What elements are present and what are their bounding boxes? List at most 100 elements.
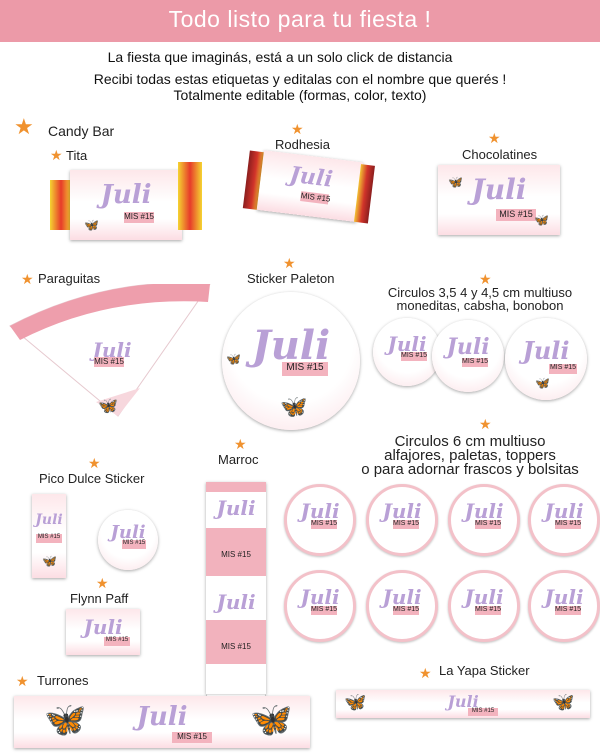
design-tag: MIS #15 [549,364,577,374]
design-tag: MIS #15 [555,520,582,529]
star-icon: ★ [479,416,492,432]
paraguitas-cone [9,284,211,417]
tita-right-end [178,162,202,230]
butterfly-icon: 🦋 [535,376,550,390]
marroc-band [206,620,266,664]
design-tag: MIS #15 [475,606,502,615]
design-tag: MIS #15 [36,534,62,543]
subtitle-line-1: La fiesta que imaginás, está a un solo c… [107,49,453,65]
label-circulos-big-line1: Circulos 6 cm multiuso [394,433,546,450]
label-chocolatines: Chocolatines [462,147,538,162]
design-name: Juli [447,692,479,711]
star-icon: ★ [234,436,247,452]
design-name: Juli [35,512,63,528]
label-turrones: Turrones [37,673,89,688]
butterfly-icon: 🦋 [448,175,463,189]
header-banner [0,0,600,42]
butterfly-icon: 🦋 [84,218,99,232]
design-name: Juli [382,585,422,609]
sticker-paleton: Juli MIS #15 🦋 🦋 [222,292,360,430]
design-tag: MIS #15 [124,212,154,223]
butterfly-icon: 🦋 [226,352,241,366]
design-name: Juli [216,496,256,520]
label-candy-bar: Candy Bar [48,123,115,139]
star-icon: ★ [16,673,29,689]
star-icon: ★ [88,455,101,471]
design-tag: MIS #15 [401,352,428,361]
design-tag: MIS #15 [94,357,124,367]
design-tag: MIS #15 [311,606,338,615]
design-tag: MIS #15 [555,606,582,615]
label-tita: Tita [66,148,88,163]
circle-6cm-1: Juli MIS #15 [284,484,356,556]
design-name: Juli [251,322,331,369]
star-icon: ★ [50,147,63,163]
design-name: Juli [464,585,504,609]
design-name: Juli [216,590,256,614]
circle-sticker-small: Juli MIS #15 [373,318,441,386]
chocolatines-label: Juli MIS #15 🦋 🦋 [438,165,560,235]
tita-label: Juli MIS #15 🦋 [70,170,182,240]
design-tag: MIS #15 [104,637,130,646]
label-rodhesia: Rodhesia [275,137,330,152]
label-circulos-big-line2: alfajores, paletas, toppers [384,447,556,464]
star-icon: ★ [291,121,304,137]
design-tag: MIS #15 [172,732,212,743]
marroc-strip: Juli MIS #15 Juli MIS #15 [206,482,266,694]
star-icon: ★ [96,575,109,591]
la-yapa-label: 🦋 🦋 Juli MIS #15 [336,690,590,718]
star-icon: ★ [488,130,501,146]
design-tag: MIS #15 [393,520,420,529]
star-icon: ★ [14,114,34,139]
label-flynn-paff: Flynn Paff [70,591,129,606]
design-name: Juli [300,499,340,523]
butterfly-icon: 🦋 [98,398,118,415]
design-name: Juli [136,702,188,732]
turrones-label: 🦋 🦋 Juli MIS #15 [14,696,310,748]
star-icon: ★ [479,271,492,287]
circle-6cm-4: Juli MIS #15 [528,484,600,556]
design-name: Juli [522,336,570,365]
label-circulos-small-line1: Circulos 3,5 4 y 4,5 cm multiuso [387,285,573,300]
tita-left-end [50,180,72,230]
rodhesia-wrapper: Juli MIS #15 [242,145,375,228]
label-marroc: Marroc [218,452,259,467]
star-icon: ★ [21,271,34,287]
tita-wrapper: Juli MIS #15 🦋 [50,162,202,240]
design-name: Juli [464,499,504,523]
circle-6cm-2: Juli MIS #15 [366,484,438,556]
design-tag: MIS #15 [496,209,536,221]
design-name: Juli [110,522,146,543]
marroc-band [206,528,266,576]
design-tag: MIS #15 [282,362,328,376]
butterfly-icon: 🦋 [42,554,57,568]
pico-dulce-circle: Juli MIS #15 [98,510,158,570]
design-tag: MIS #15 [221,642,251,651]
page-title: Todo listo para tu fiesta ! [168,6,432,32]
subtitle-line-2: Recibi todas estas etiquetas y editalas … [93,71,507,87]
butterfly-icon: 🦋 [552,692,575,712]
label-circulos-big-line3: o para adornar frascos y bolsitas [361,461,579,478]
label-pico-dulce: Pico Dulce Sticker [39,471,145,486]
design-name: Juli [446,334,490,360]
circle-6cm-3: Juli MIS #15 [448,484,520,556]
design-tag: MIS #15 [462,358,489,367]
flynn-paff-label: Juli MIS #15 [66,609,140,655]
circle-sticker-large: Juli MIS #15 🦋 [505,318,587,400]
butterfly-icon: 🦋 [280,394,308,419]
design-name: Juli [544,585,584,609]
circle-sticker-medium: Juli MIS #15 [432,320,504,392]
subtitle-line-3: Totalmente editable (formas, color, text… [173,87,427,103]
design-tag: MIS #15 [221,550,251,559]
star-icon: ★ [283,255,296,271]
design-tag: MIS #15 [311,520,338,529]
label-sticker-paleton: Sticker Paleton [247,271,335,286]
star-icon: ★ [419,665,432,681]
design-name: Juli [83,615,123,639]
design-name: Juli [471,173,527,206]
design-name: Juli [544,499,584,523]
circle-6cm-6: Juli MIS #15 [366,570,438,642]
design-tag: MIS #15 [122,540,146,549]
pico-dulce-rect: Juli MIS #15 🦋 [32,494,66,578]
label-la-yapa: La Yapa Sticker [439,663,530,678]
